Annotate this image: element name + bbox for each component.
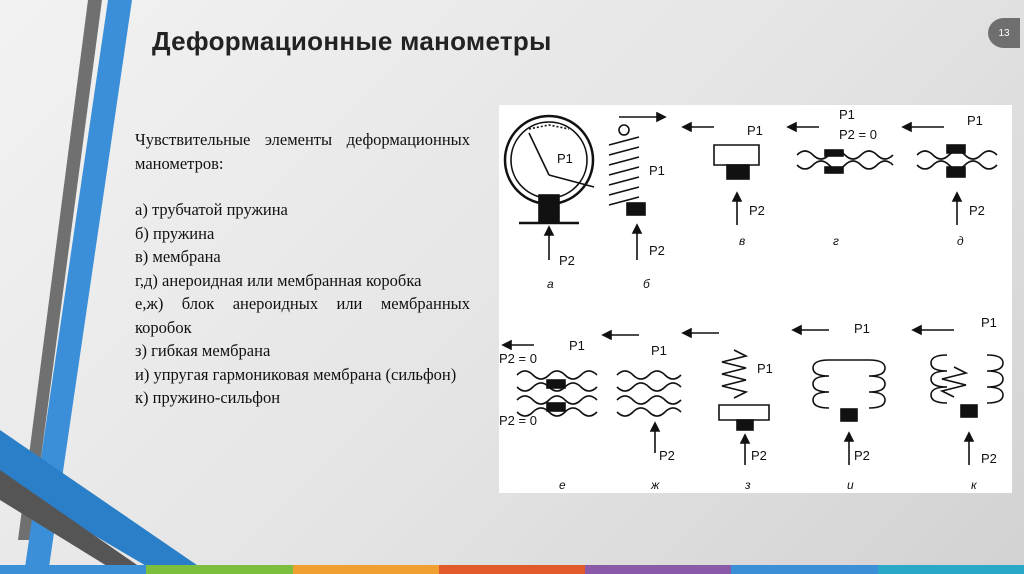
label-p2: P2: [749, 203, 765, 218]
stripe-segment: [146, 565, 293, 574]
stripe-segment: [0, 565, 147, 574]
label-p1: P1: [557, 151, 573, 166]
label-p2-zero: P2 = 0: [499, 351, 537, 366]
label-p2: P2: [854, 448, 870, 463]
list-item: з) гибкая мембрана: [135, 341, 271, 360]
label-p1: P1: [747, 123, 763, 138]
list-item: в) мембрана: [135, 247, 221, 266]
label-p2: P2: [751, 448, 767, 463]
manometer-elements-figure: P1 P2 P1 P2 P1 P2 P1 P2 = 0 P1 P2 P2 = 0…: [499, 105, 1012, 493]
label-p1: P1: [757, 361, 773, 376]
intro-text: Чувствительные элементы деформационных м…: [135, 130, 470, 173]
slide-number-badge: 13: [988, 18, 1020, 48]
label-p2: P2: [559, 253, 575, 268]
label-p1: P1: [839, 107, 855, 122]
list-item: б) пружина: [135, 223, 215, 243]
list-item: г,д) анероидная или мембранная коробка: [135, 270, 422, 290]
caption-g: г: [833, 234, 839, 248]
label-p1: P1: [649, 163, 665, 178]
slide-text: Чувствительные элементы деформационных м…: [135, 128, 470, 410]
label-p2-zero: P2 = 0: [499, 413, 537, 428]
label-p1: P1: [967, 113, 983, 128]
label-p2: P2: [659, 448, 675, 463]
list-item: е,ж) блок анероидных или мембранных коро…: [135, 294, 470, 337]
label-p1: P1: [981, 315, 997, 330]
manometer-diagram: P1 P2 P1 P2 P1 P2 P1 P2 = 0 P1 P2 P2 = 0…: [499, 107, 1004, 492]
caption-e: е: [559, 478, 566, 492]
slide-title: Деформационные манометры: [152, 26, 552, 56]
label-p2-zero: P2 = 0: [839, 127, 877, 142]
label-p1: P1: [651, 343, 667, 358]
bottom-color-stripe: [0, 565, 1024, 574]
caption-v: в: [739, 234, 745, 248]
stripe-segment: [292, 565, 439, 574]
caption-b: б: [643, 277, 651, 291]
stripe-segment: [731, 565, 878, 574]
label-p2: P2: [969, 203, 985, 218]
caption-a: а: [547, 277, 554, 291]
stripe-segment: [438, 565, 586, 574]
stripe-segment: [585, 565, 732, 574]
label-p2: P2: [649, 243, 665, 258]
caption-i: и: [847, 478, 854, 492]
list-item: к) пружино-сильфон: [135, 388, 281, 407]
decorative-stripes: [0, 0, 210, 574]
caption-d: д: [957, 234, 964, 248]
label-p2: P2: [981, 451, 997, 466]
list-item: и) упругая гармониковая мембрана (сильфо…: [135, 364, 457, 384]
stripe-segment: [877, 565, 1024, 574]
list-item: а) трубчатой пружина: [135, 200, 288, 219]
caption-z: з: [744, 478, 751, 492]
label-p1: P1: [854, 321, 870, 336]
label-p1: P1: [569, 338, 585, 353]
caption-k: к: [971, 478, 978, 492]
caption-zh: ж: [650, 478, 660, 492]
